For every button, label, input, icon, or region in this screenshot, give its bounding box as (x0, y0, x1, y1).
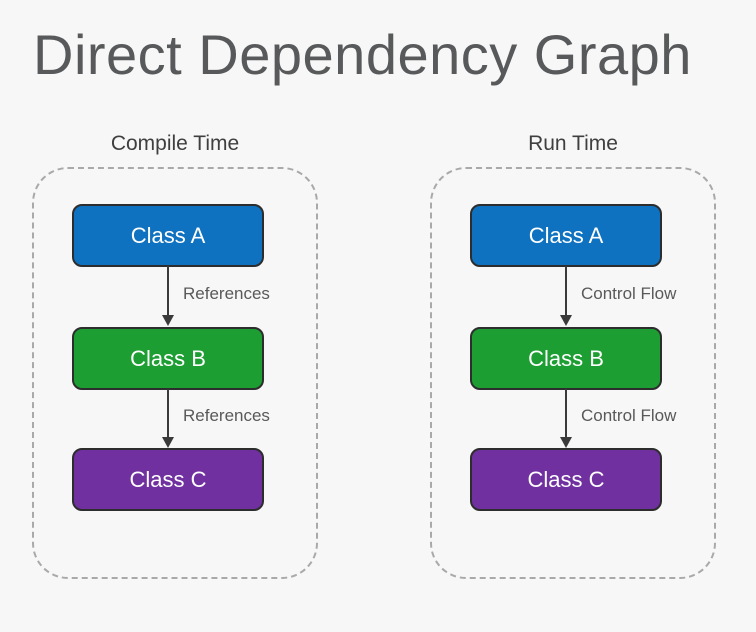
arrow-line-b-to-c (565, 389, 567, 439)
edge-label-control-flow-2: Control Flow (581, 406, 677, 425)
panel-run-time-title: Run Time (528, 132, 618, 155)
node-class-c-run: Class C (470, 448, 662, 511)
node-class-b-run: Class B (470, 327, 662, 390)
node-class-c-compile: Class C (72, 448, 264, 511)
arrow-line-a-to-b (565, 266, 567, 316)
arrow-head-icon (162, 437, 174, 448)
edge-label-references-1: References (183, 284, 270, 303)
arrow-head-icon (560, 315, 572, 326)
panel-run-time-frame (430, 167, 716, 579)
node-class-a-run: Class A (470, 204, 662, 267)
node-class-b-compile: Class B (72, 327, 264, 390)
panel-compile-time-frame (32, 167, 318, 579)
node-class-a-compile: Class A (72, 204, 264, 267)
arrow-head-icon (162, 315, 174, 326)
edge-label-references-2: References (183, 406, 270, 425)
panel-compile-time: Compile Time Class A References Class B … (32, 132, 318, 602)
page-title: Direct Dependency Graph (33, 23, 692, 86)
edge-label-control-flow-1: Control Flow (581, 284, 677, 303)
panel-compile-time-title: Compile Time (110, 132, 240, 155)
arrow-head-icon (560, 437, 572, 448)
arrow-line-a-to-b (167, 266, 169, 316)
panel-run-time: Run Time Class A Control Flow Class B Co… (430, 132, 716, 602)
arrow-line-b-to-c (167, 389, 169, 439)
